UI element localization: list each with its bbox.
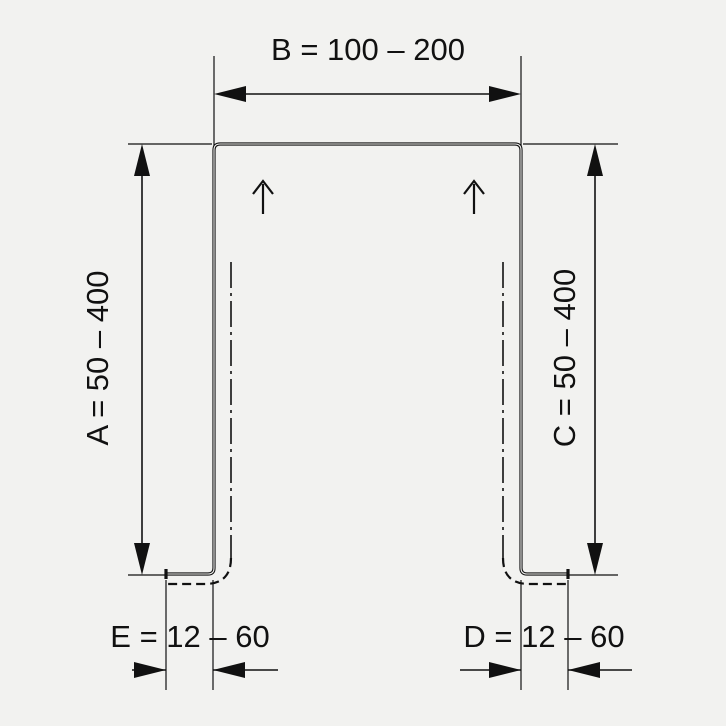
dimension-c: C = 50 – 400 xyxy=(547,144,603,575)
label-c: C = 50 – 400 xyxy=(547,269,582,447)
arrow-up-icon xyxy=(463,179,485,214)
label-a: A = 50 – 400 xyxy=(80,271,115,446)
arrowhead-d-left xyxy=(489,662,521,678)
arrowhead-c-bottom xyxy=(587,543,603,575)
profile-outline xyxy=(164,142,570,579)
dimension-a: A = 50 – 400 xyxy=(80,144,150,575)
arrowhead-c-top xyxy=(587,144,603,176)
label-d: D = 12 – 60 xyxy=(463,619,624,654)
extension-lines xyxy=(128,56,618,690)
dimension-d: D = 12 – 60 xyxy=(460,619,632,678)
arrowhead-e-right xyxy=(213,662,245,678)
arrowhead-b-left xyxy=(214,86,246,102)
arrowhead-e-left xyxy=(134,662,166,678)
dashed-flange-right xyxy=(501,557,566,586)
arrowhead-b-right xyxy=(489,86,521,102)
label-e: E = 12 – 60 xyxy=(110,619,269,654)
dimension-e: E = 12 – 60 xyxy=(110,619,278,678)
arrowhead-a-bottom xyxy=(134,543,150,575)
arrowhead-a-top xyxy=(134,144,150,176)
label-b: B = 100 – 200 xyxy=(271,32,465,67)
arrowhead-d-right xyxy=(568,662,600,678)
arrow-up-icon xyxy=(252,179,274,214)
center-lines xyxy=(230,262,504,560)
dashed-alternate-flanges xyxy=(168,557,566,586)
dashed-flange-left xyxy=(168,557,233,586)
dimension-b: B = 100 – 200 xyxy=(214,32,521,102)
